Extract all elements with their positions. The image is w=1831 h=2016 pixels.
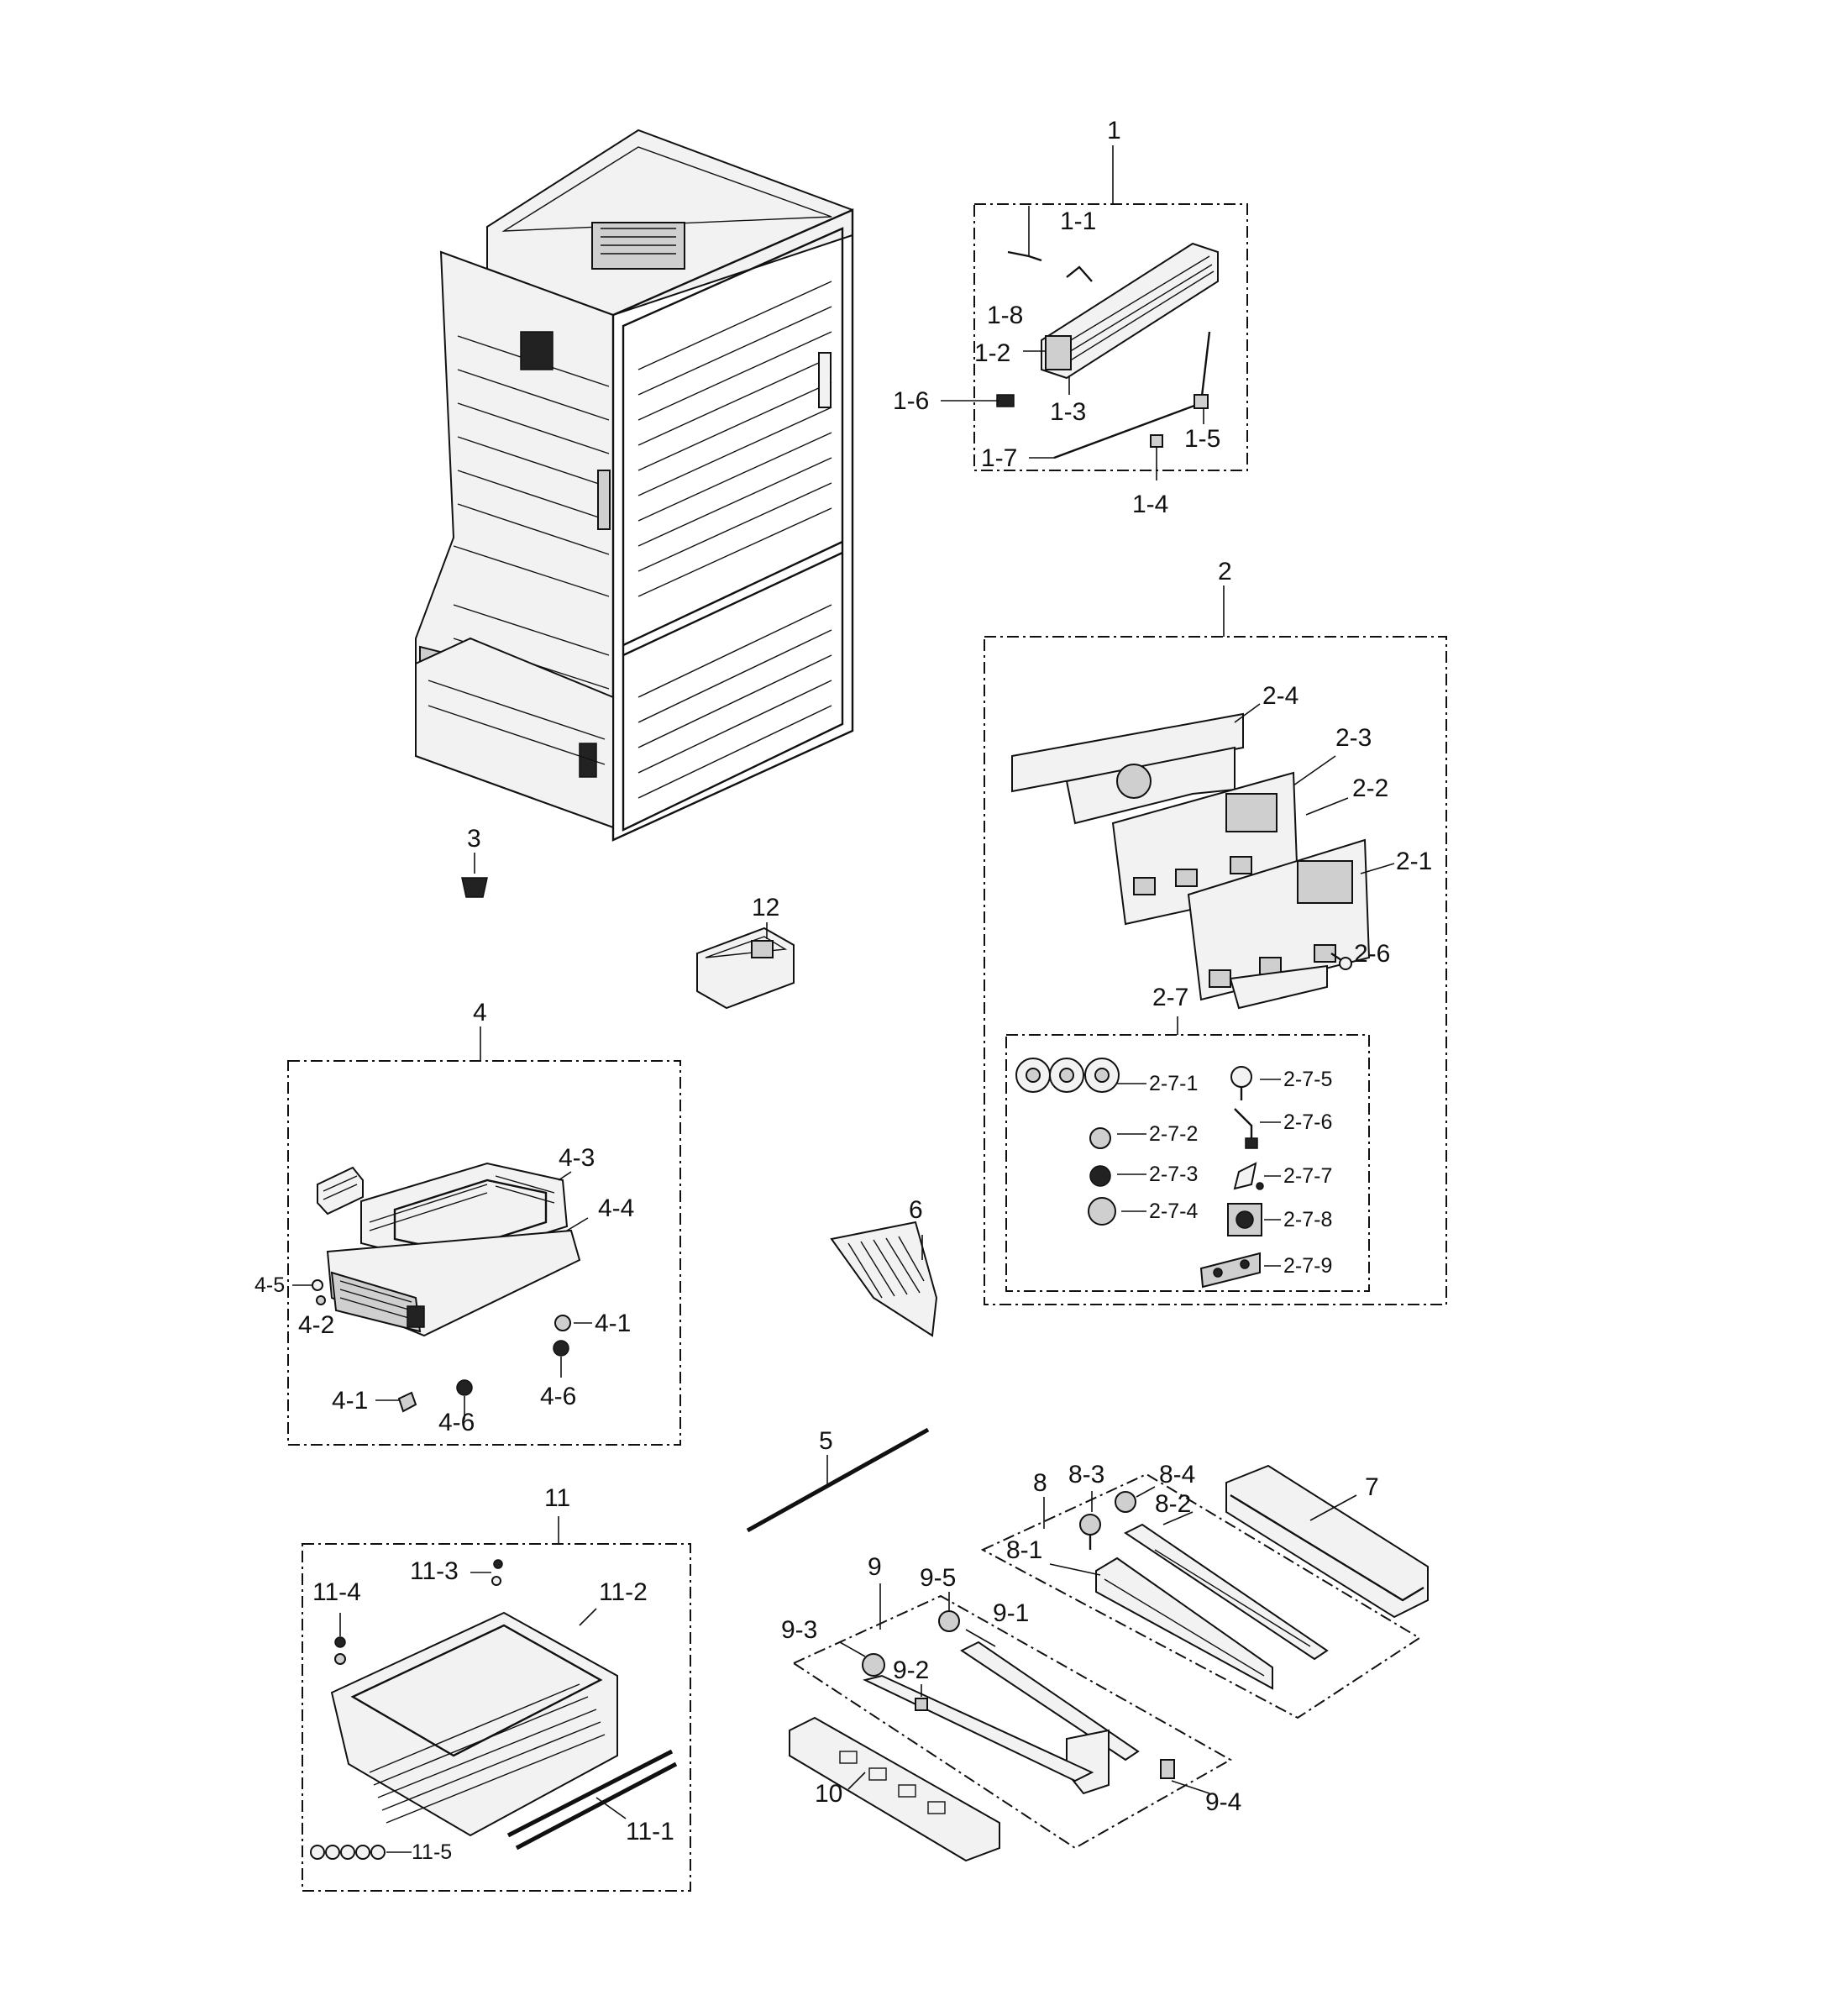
label-4: 4 [473,999,487,1026]
label-2-3: 2-3 [1335,724,1372,752]
label-2-7-7: 2-7-7 [1283,1164,1332,1188]
group-9 [791,1583,1233,1850]
cabinet-drawing [415,129,854,842]
group-2 [984,585,1447,1305]
label-2-7-2: 2-7-2 [1149,1122,1198,1146]
label-2-7-9: 2-7-9 [1283,1254,1332,1278]
label-3: 3 [467,825,481,853]
label-2-2: 2-2 [1352,774,1388,802]
part-10 [789,1716,1000,1862]
label-1-5: 1-5 [1184,425,1220,453]
label-9-3: 9-3 [781,1616,817,1644]
label-1-7: 1-7 [981,444,1017,472]
part-2-7-4 [1088,1197,1146,1226]
part-6 [830,1221,938,1337]
label-2-7-3: 2-7-3 [1149,1163,1198,1186]
label-11-4: 11-4 [312,1578,361,1606]
group-2-box [984,636,1447,1305]
label-9-5: 9-5 [920,1564,956,1592]
part-11-5 [310,1845,412,1860]
label-11: 11 [544,1484,570,1512]
label-2-7-1: 2-7-1 [1149,1072,1198,1095]
label-2-7: 2-7 [1152,984,1188,1011]
label-11-5: 11-5 [412,1840,452,1864]
label-11-2: 11-2 [599,1578,648,1606]
label-2-6: 2-6 [1354,940,1390,968]
part-2-7-6 [1234,1108,1281,1149]
label-9-4: 9-4 [1205,1788,1241,1816]
label-4-4: 4-4 [598,1194,634,1222]
label-11-3: 11-3 [410,1557,459,1585]
label-2-7-5: 2-7-5 [1283,1068,1332,1091]
label-1-8: 1-8 [987,302,1023,329]
label-8-1: 8-1 [1006,1536,1042,1564]
label-9-1: 9-1 [993,1599,1029,1627]
label-4-6-right: 4-6 [540,1383,576,1410]
part-5 [746,1427,930,1533]
group-1 [941,145,1248,480]
label-4-1-right: 4-1 [595,1310,631,1337]
label-2: 2 [1218,558,1232,585]
group-11-box [302,1543,691,1892]
group-9-box [791,1594,1233,1850]
label-1-3: 1-3 [1050,398,1086,426]
label-2-7-8: 2-7-8 [1283,1208,1332,1231]
part-2-7-3 [1089,1165,1146,1187]
label-9-2: 9-2 [893,1656,929,1684]
label-1-1: 1-1 [1060,207,1096,235]
label-1-4: 1-4 [1132,491,1168,518]
group-1-box [973,203,1248,471]
group-4-box [287,1060,681,1446]
label-2-1: 2-1 [1396,848,1432,875]
label-2-7-6: 2-7-6 [1283,1110,1332,1134]
label-2-7-4: 2-7-4 [1149,1200,1198,1223]
label-4-1-left: 4-1 [332,1387,368,1415]
label-1: 1 [1107,117,1121,144]
part-7 [1225,1464,1429,1619]
label-1-2: 1-2 [974,339,1010,367]
part-12 [696,922,795,1010]
part-labels: 1 1-1 1-8 1-2 1-3 1-6 1-5 1-7 1-4 2 2-4 … [254,117,1432,1864]
part-2-7-5 [1230,1066,1281,1100]
label-11-1: 11-1 [626,1818,674,1845]
label-4-5: 4-5 [254,1273,285,1297]
group-8 [980,1473,1421,1719]
label-7: 7 [1365,1473,1379,1501]
label-1-6: 1-6 [893,387,929,415]
label-8-3: 8-3 [1068,1461,1104,1488]
label-4-2: 4-2 [298,1311,334,1339]
label-2-4: 2-4 [1262,682,1298,710]
part-2-7-1 [1015,1058,1146,1093]
label-8-4: 8-4 [1159,1461,1195,1488]
label-8-2: 8-2 [1155,1490,1191,1518]
label-5: 5 [819,1427,833,1455]
group-11 [302,1516,691,1892]
part-3 [461,853,488,898]
label-9: 9 [868,1553,882,1581]
label-12: 12 [752,894,779,921]
group-4 [287,1026,681,1446]
label-8: 8 [1033,1469,1047,1497]
label-10: 10 [815,1780,842,1808]
part-2-7-9 [1199,1252,1281,1289]
part-2-7-7 [1233,1162,1281,1190]
part-2-7-2 [1089,1127,1146,1149]
label-4-3: 4-3 [559,1144,595,1172]
group-8-box [980,1473,1421,1719]
label-4-6-left: 4-6 [438,1409,475,1436]
part-2-7-8 [1227,1203,1281,1236]
group-2-7-box [1005,1034,1370,1292]
label-6: 6 [909,1196,923,1224]
